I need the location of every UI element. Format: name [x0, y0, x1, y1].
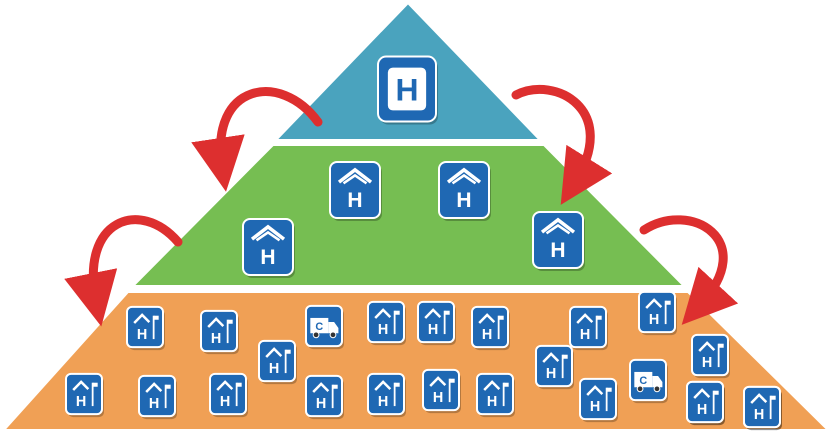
- svg-text:H: H: [395, 72, 418, 108]
- ambulance-icon: C: [629, 358, 668, 404]
- small-clinic-icon: H: [305, 374, 344, 420]
- house-clinic-icon: H: [438, 161, 491, 221]
- small-clinic-icon: H: [743, 385, 782, 431]
- svg-text:H: H: [754, 407, 764, 423]
- arrow-middle-left-down: [64, 215, 183, 327]
- small-clinic-icon: H: [258, 339, 297, 385]
- small-clinic-icon: H: [126, 305, 165, 351]
- small-clinic-icon: H: [535, 344, 574, 390]
- svg-text:H: H: [482, 327, 492, 343]
- svg-text:H: H: [697, 402, 707, 418]
- house-clinic-icon: H: [329, 161, 382, 221]
- svg-text:H: H: [487, 394, 497, 410]
- svg-text:H: H: [347, 189, 362, 212]
- small-clinic-icon: H: [476, 372, 515, 418]
- small-clinic-icon: H: [569, 305, 608, 351]
- svg-text:H: H: [220, 394, 230, 410]
- small-clinic-icon: H: [209, 372, 248, 418]
- small-clinic-icon: H: [471, 305, 510, 351]
- svg-text:H: H: [428, 322, 438, 338]
- svg-text:H: H: [433, 390, 443, 406]
- tier-middle: [130, 144, 687, 287]
- small-clinic-icon: H: [65, 372, 104, 418]
- house-clinic-icon: H: [242, 218, 295, 278]
- svg-text:H: H: [702, 355, 712, 371]
- arrow-middle-right-up: [639, 215, 739, 325]
- svg-text:H: H: [260, 246, 275, 269]
- small-clinic-icon: H: [138, 374, 177, 420]
- svg-text:H: H: [550, 239, 565, 262]
- svg-text:H: H: [76, 394, 86, 410]
- small-clinic-icon: H: [417, 300, 456, 346]
- house-clinic-icon: H: [532, 211, 585, 271]
- small-clinic-icon: H: [686, 380, 725, 426]
- small-clinic-icon: H: [200, 309, 239, 355]
- small-clinic-icon: H: [422, 368, 461, 414]
- svg-text:H: H: [580, 327, 590, 343]
- small-clinic-icon: H: [579, 377, 618, 423]
- svg-text:C: C: [639, 375, 647, 387]
- icons-layer: HHHHHHHCHHHHHHHCHHHHHHHHHHHHH: [65, 55, 782, 431]
- ambulance-icon: C: [305, 304, 344, 350]
- svg-text:H: H: [546, 366, 556, 382]
- svg-text:H: H: [590, 399, 600, 415]
- small-clinic-icon: H: [691, 333, 730, 379]
- small-clinic-icon: H: [367, 300, 406, 346]
- small-clinic-icon: H: [638, 290, 677, 336]
- svg-text:H: H: [269, 361, 279, 377]
- svg-text:H: H: [378, 322, 388, 338]
- hospital-icon: H: [377, 55, 438, 125]
- svg-text:H: H: [649, 312, 659, 328]
- arrows-layer: [64, 84, 739, 327]
- svg-text:H: H: [137, 327, 147, 343]
- svg-text:H: H: [378, 394, 388, 410]
- arrow-top-left-down: [191, 87, 323, 192]
- svg-text:C: C: [315, 321, 323, 333]
- arrow-top-right-up: [511, 84, 613, 205]
- svg-text:H: H: [316, 396, 326, 412]
- small-clinic-icon: H: [367, 372, 406, 418]
- svg-text:H: H: [456, 189, 471, 212]
- svg-text:H: H: [149, 396, 159, 412]
- svg-text:H: H: [211, 331, 221, 347]
